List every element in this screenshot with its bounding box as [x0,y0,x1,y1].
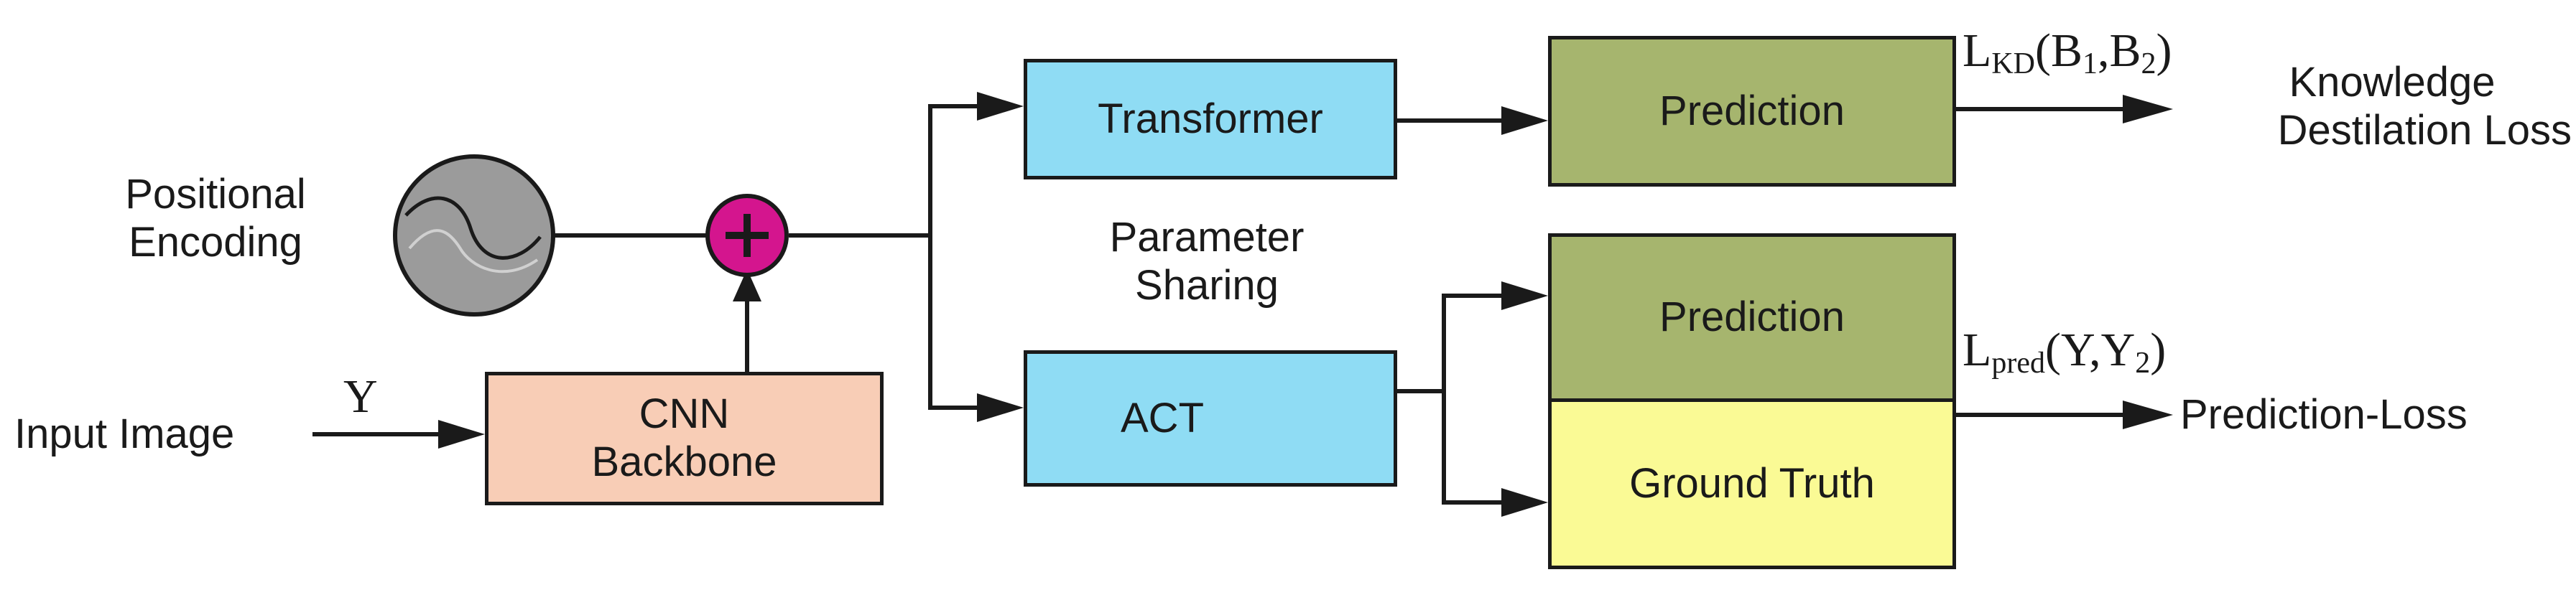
cnn-backbone-box: CNN Backbone [485,372,884,505]
ground-truth-label: Ground Truth [1629,459,1875,507]
lpred-sub: pred [1991,347,2045,380]
lpred-open: (Y,Y [2044,324,2136,376]
arrowhead-cnn [438,420,485,449]
lkd-open: (B [2035,24,2082,77]
ground-truth-box: Ground Truth [1548,398,1956,569]
lkd-close: ) [2156,24,2172,77]
arrowhead-kd-loss [2123,95,2173,123]
arrowhead-groundtruth [1501,488,1548,517]
prediction-top-box: Prediction [1548,36,1956,187]
act-label: ACT [1121,394,1204,441]
kd-line2: Destilation Loss [2277,106,2572,154]
lkd-comma: ,B [2098,24,2141,77]
lpred-y2-sub: 2 [2135,347,2151,380]
knowledge-distillation-label: Knowledge Destilation Loss [2169,59,2572,154]
lkd-b2-sub: 2 [2141,47,2156,80]
positional-encoder-icon [393,154,555,317]
transformer-label: Transformer [1098,95,1323,142]
positional-line2: Encoding [129,218,302,266]
lkd-sub: KD [1991,47,2035,80]
y-symbol: Y [343,370,378,423]
kd-line1: Knowledge [2289,59,2496,106]
arrowhead-plus [733,269,761,301]
arrowhead-prediction-top [1501,106,1548,135]
parameter-line2: Sharing [1135,261,1279,309]
parameter-sharing-label: Parameter Sharing [1078,214,1336,309]
cnn-label-line2: Backbone [591,439,777,485]
positional-encoding-label: Positional Encoding [86,171,345,266]
transformer-box: Transformer [1024,59,1397,179]
lkd-b1-sub: 1 [2082,47,2098,80]
arrowhead-prediction-bottom [1501,281,1548,310]
prediction-loss-label: Prediction-Loss [2180,391,2468,438]
arrowhead-act [977,393,1024,422]
prediction-bottom-box: Prediction [1548,233,1956,402]
lpred-L: L [1963,324,1992,376]
arrowhead-pred-loss [2123,401,2173,429]
sum-node-icon [705,194,789,277]
lpred-formula: Lpred(Y,Y2) [1963,324,2167,380]
prediction-top-label: Prediction [1659,87,1845,134]
act-box: ACT [1024,350,1397,487]
arrowhead-transformer [977,92,1024,121]
lpred-close: ) [2150,324,2167,376]
lkd-formula: LKD(B1,B2) [1963,24,2172,80]
lkd-L: L [1963,24,1992,77]
positional-line1: Positional [125,171,306,217]
cnn-label-line1: CNN [639,390,730,438]
parameter-line1: Parameter [1109,214,1305,261]
input-image-label: Input Image [14,411,235,457]
prediction-bottom-label: Prediction [1659,294,1845,341]
